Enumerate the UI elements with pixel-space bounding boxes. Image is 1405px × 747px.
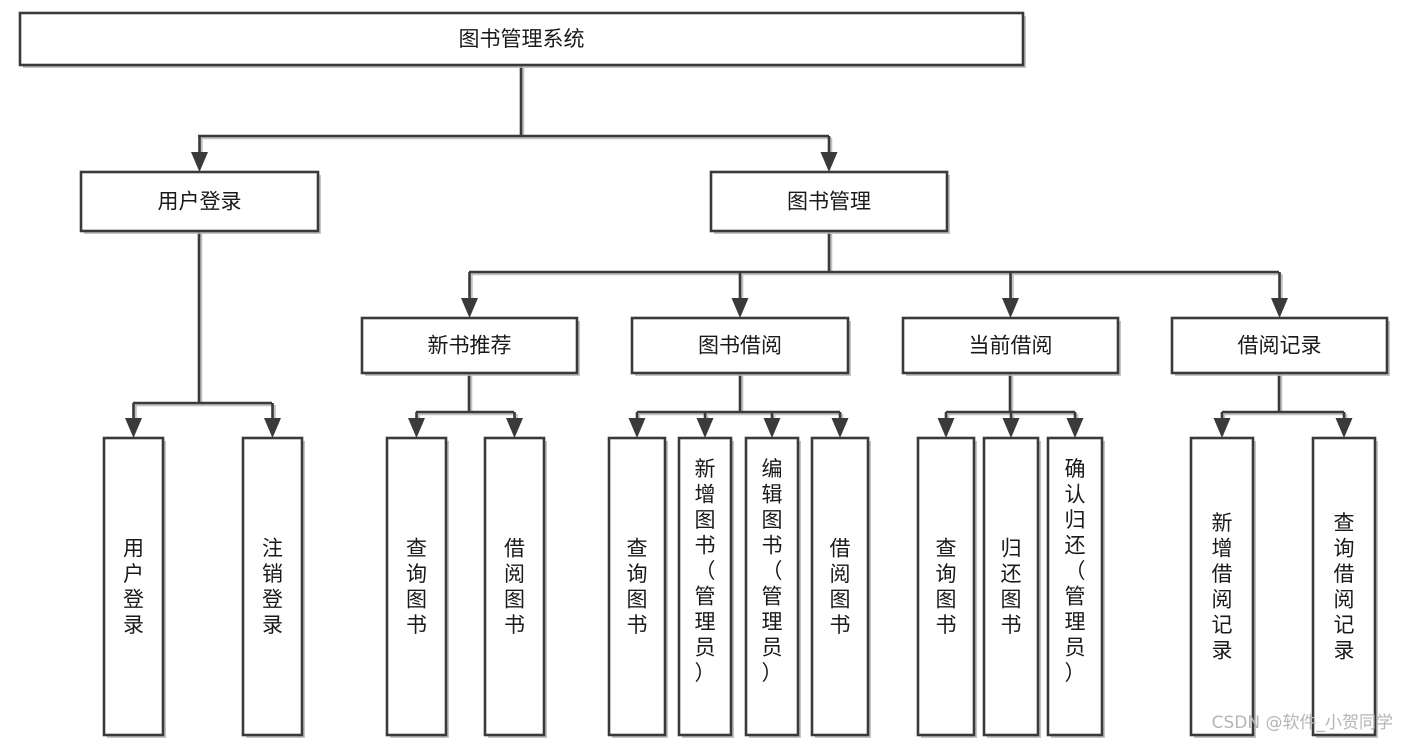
node-box-leaf-query-record[interactable] xyxy=(1311,436,1377,737)
node-label-borrow-record: 借阅记录 xyxy=(1238,334,1322,358)
node-box-book-manage[interactable] xyxy=(709,170,949,233)
arrow-head-icon xyxy=(1335,418,1353,438)
arrow-head-icon xyxy=(1271,298,1288,318)
node-box-user-login[interactable] xyxy=(79,170,320,233)
node-box-leaf-add-book[interactable] xyxy=(677,436,733,737)
node-label-leaf-return-book: 归还图书 xyxy=(1001,536,1022,637)
node-label-leaf-query-record: 查询借阅记录 xyxy=(1334,511,1355,663)
node-box-leaf-return-book[interactable] xyxy=(982,436,1040,737)
arrow-head-icon xyxy=(1213,418,1231,438)
arrow-head-icon xyxy=(1066,418,1084,438)
node-box-leaf-query-book-2[interactable] xyxy=(607,436,667,737)
node-box-leaf-query-book-1[interactable] xyxy=(385,436,448,737)
arrow-head-icon xyxy=(820,152,838,172)
node-box-leaf-user-login[interactable] xyxy=(102,436,165,737)
arrow-head-icon xyxy=(831,418,849,438)
arrow-head-icon xyxy=(264,418,281,438)
node-box-leaf-user-logout[interactable] xyxy=(241,436,304,737)
node-box-new-book-rec[interactable] xyxy=(360,316,579,375)
node-box-leaf-add-record[interactable] xyxy=(1189,436,1255,737)
node-label-leaf-edit-book: 编辑图书（管理员） xyxy=(762,457,783,685)
node-label-book-manage: 图书管理 xyxy=(787,190,871,214)
arrow-head-icon xyxy=(506,418,523,438)
arrow-head-icon xyxy=(408,418,425,438)
node-box-leaf-confirm-return[interactable] xyxy=(1046,436,1104,737)
node-box-book-borrow[interactable] xyxy=(630,316,850,375)
node-box-root[interactable] xyxy=(18,11,1025,67)
node-box-leaf-edit-book[interactable] xyxy=(744,436,800,737)
arrow-head-icon xyxy=(731,298,749,318)
node-label-book-borrow: 图书借阅 xyxy=(698,334,782,358)
node-label-leaf-query-book-1: 查询图书 xyxy=(406,536,427,637)
node-label-leaf-confirm-return: 确认归还（管理员） xyxy=(1065,457,1086,685)
node-label-leaf-query-book-2: 查询图书 xyxy=(627,536,648,637)
arrow-head-icon xyxy=(763,418,781,438)
arrow-head-icon xyxy=(1002,418,1020,438)
arrow-head-icon xyxy=(1002,298,1019,318)
node-label-current-borrow: 当前借阅 xyxy=(969,334,1053,358)
arrow-head-icon xyxy=(191,152,208,172)
node-label-root: 图书管理系统 xyxy=(459,27,585,51)
node-box-borrow-record[interactable] xyxy=(1170,316,1389,375)
arrow-head-icon xyxy=(125,418,142,438)
arrow-head-icon xyxy=(628,418,646,438)
watermark-text: CSDN @软件_小贺同学 xyxy=(1212,713,1393,733)
node-label-user-login: 用户登录 xyxy=(158,190,242,214)
node-box-leaf-borrow-book-1[interactable] xyxy=(483,436,546,737)
node-box-leaf-query-book-3[interactable] xyxy=(916,436,976,737)
node-label-leaf-add-record: 新增借阅记录 xyxy=(1212,511,1233,663)
node-box-current-borrow[interactable] xyxy=(901,316,1120,375)
node-label-leaf-user-logout: 注销登录 xyxy=(262,536,283,637)
node-box-leaf-borrow-book-2[interactable] xyxy=(810,436,870,737)
arrow-head-icon xyxy=(937,418,955,438)
node-label-leaf-add-book: 新增图书（管理员） xyxy=(695,457,716,685)
arrow-head-icon xyxy=(696,418,714,438)
node-label-leaf-query-book-3: 查询图书 xyxy=(936,536,957,637)
node-label-leaf-user-login: 用户登录 xyxy=(123,536,144,637)
node-label-leaf-borrow-book-2: 借阅图书 xyxy=(830,536,851,637)
node-label-leaf-borrow-book-1: 借阅图书 xyxy=(504,536,525,637)
node-label-new-book-rec: 新书推荐 xyxy=(428,334,512,358)
arrow-head-icon xyxy=(461,298,478,318)
